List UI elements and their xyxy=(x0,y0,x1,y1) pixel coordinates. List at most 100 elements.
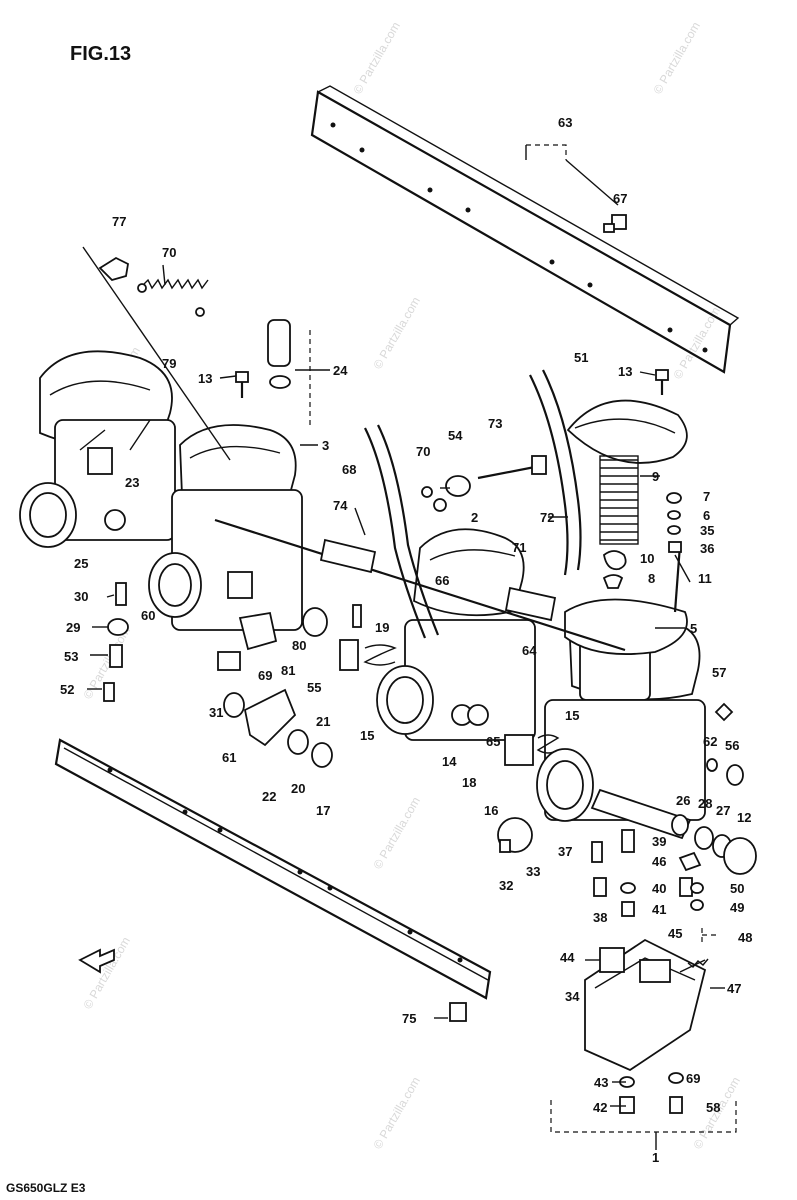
watermark: © Partzilla.com xyxy=(370,1074,423,1151)
callout-75: 75 xyxy=(402,1011,416,1026)
callout-40: 40 xyxy=(652,881,666,896)
part-37 xyxy=(591,841,603,863)
callout-63: 63 xyxy=(558,115,572,130)
model-code: GS650GLZ E3 xyxy=(6,1181,86,1195)
callout-74: 74 xyxy=(333,498,348,513)
callout-45: 45 xyxy=(668,926,682,941)
fuel-pipe-71 xyxy=(504,586,557,622)
callout-38: 38 xyxy=(593,910,607,925)
callout-22: 22 xyxy=(262,789,276,804)
callout-57: 57 xyxy=(712,665,726,680)
clip-6 xyxy=(667,510,681,520)
callout-73: 73 xyxy=(488,416,502,431)
cap-24 xyxy=(267,319,291,389)
callout-70: 70 xyxy=(416,444,430,459)
part-21 xyxy=(339,639,359,671)
callout-62: 62 xyxy=(703,734,717,749)
callout-68: 68 xyxy=(342,462,356,477)
leader-lines xyxy=(82,144,737,1150)
part-19 xyxy=(352,604,362,628)
part-28 xyxy=(694,826,714,850)
gasket-5 xyxy=(564,598,688,655)
callout-70: 70 xyxy=(162,245,176,260)
watermark: © Partzilla.com xyxy=(80,934,133,1011)
callout-19: 19 xyxy=(375,620,389,635)
float-chamber-34 xyxy=(584,938,709,1072)
part-42 xyxy=(619,1096,635,1114)
callout-51: 51 xyxy=(574,350,588,365)
part-20 xyxy=(287,729,309,755)
callout-13: 13 xyxy=(198,371,212,386)
callout-6: 6 xyxy=(703,508,710,523)
callout-1: 1 xyxy=(652,1150,659,1165)
part-54 xyxy=(445,475,471,497)
washer-35 xyxy=(667,525,681,535)
hose-68 xyxy=(364,427,427,639)
callout-69: 69 xyxy=(258,668,272,683)
part-40 xyxy=(620,882,636,894)
callout-81: 81 xyxy=(281,663,295,678)
callout-64: 64 xyxy=(522,643,537,658)
float-chamber-cap-12 xyxy=(723,837,757,875)
callout-71: 71 xyxy=(512,540,526,555)
callout-14: 14 xyxy=(442,754,457,769)
callout-15: 15 xyxy=(565,708,579,723)
screw-73 xyxy=(477,455,547,480)
part-26 xyxy=(671,814,689,836)
callout-53: 53 xyxy=(64,649,78,664)
part-46 xyxy=(678,851,702,872)
callout-17: 17 xyxy=(316,803,330,818)
drawing xyxy=(19,85,757,1150)
part-36 xyxy=(668,541,682,553)
linkage-rod xyxy=(214,518,626,652)
callout-41: 41 xyxy=(652,902,666,917)
callout-21: 21 xyxy=(316,714,330,729)
part-52 xyxy=(103,682,115,702)
front-arrow-icon xyxy=(78,948,115,974)
callout-54: 54 xyxy=(448,428,463,443)
callout-15: 15 xyxy=(360,728,374,743)
carburetor-2 xyxy=(148,424,303,651)
upper-bracket xyxy=(310,85,740,374)
part-29 xyxy=(107,618,129,636)
callout-66: 66 xyxy=(435,573,449,588)
part-62 xyxy=(706,758,718,772)
callout-26: 26 xyxy=(676,793,690,808)
hose-72 xyxy=(529,374,569,576)
watermark: © Partzilla.com xyxy=(370,294,423,371)
callout-8: 8 xyxy=(648,571,655,586)
part-55 xyxy=(302,607,328,637)
washer-7 xyxy=(666,492,682,504)
callout-5: 5 xyxy=(690,621,697,636)
piston-spring-9 xyxy=(599,455,639,545)
part-53 xyxy=(109,644,123,668)
callout-43: 43 xyxy=(594,1075,608,1090)
fuel-pipe-74 xyxy=(319,538,377,574)
part-16 xyxy=(504,734,534,766)
callout-77: 77 xyxy=(112,214,126,229)
carburetor-1 xyxy=(19,350,176,548)
part-58 xyxy=(669,1096,683,1114)
callout-31: 31 xyxy=(209,705,223,720)
callout-9: 9 xyxy=(652,469,659,484)
part-77 xyxy=(98,256,129,282)
spring-15-left xyxy=(363,644,397,666)
part-75 xyxy=(449,1002,467,1022)
screw-13-left xyxy=(235,371,249,398)
callout-12: 12 xyxy=(737,810,751,825)
callout-32: 32 xyxy=(499,878,513,893)
watermark: © Partzilla.com xyxy=(650,19,703,96)
part-39 xyxy=(621,829,635,853)
lower-bracket xyxy=(54,738,492,1000)
part-56 xyxy=(726,764,744,786)
screw-67 xyxy=(603,214,627,233)
part-50 xyxy=(690,882,704,894)
callout-67: 67 xyxy=(613,191,627,206)
part-30 xyxy=(115,582,127,606)
part-17 xyxy=(311,742,333,768)
callout-13: 13 xyxy=(618,364,632,379)
carburetor-3 xyxy=(376,528,536,741)
callout-56: 56 xyxy=(725,738,739,753)
part-31 xyxy=(217,651,241,671)
